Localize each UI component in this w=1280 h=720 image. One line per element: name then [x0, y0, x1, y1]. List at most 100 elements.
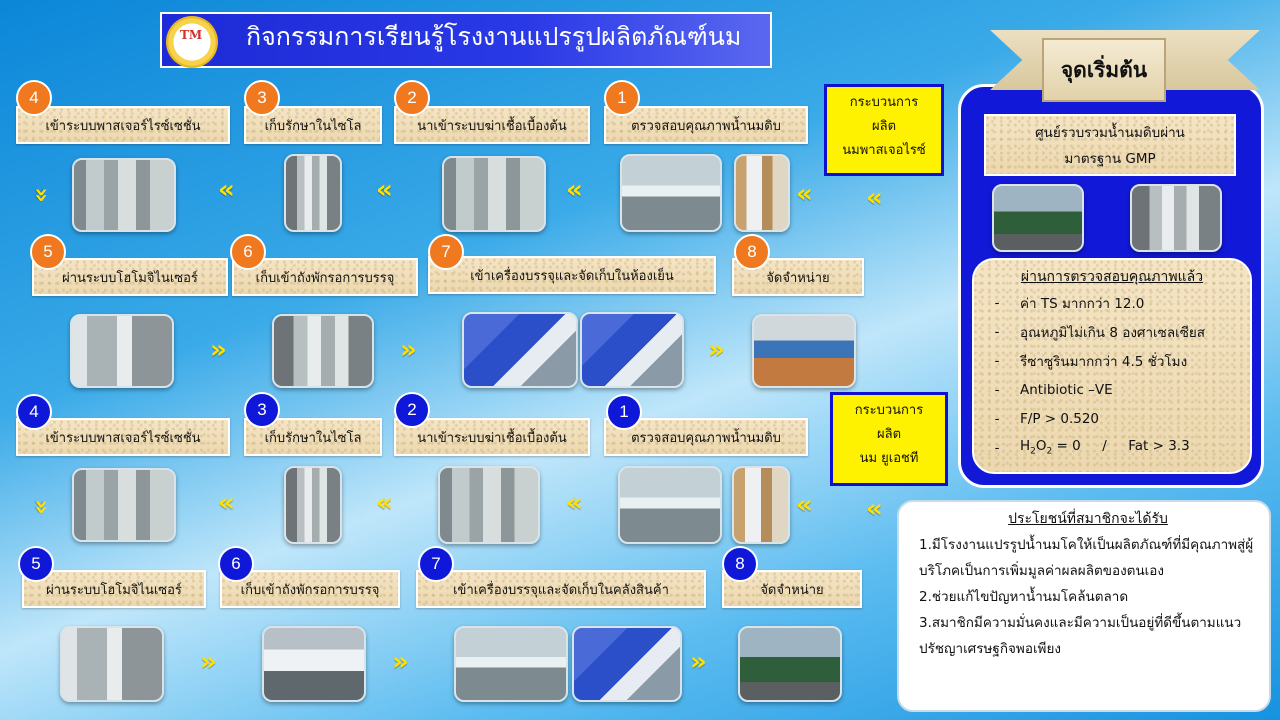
warehouse-photo	[572, 626, 682, 702]
pasteurizer-photo	[72, 468, 176, 542]
collection-center-line1: ศูนย์รวบรวมน้ำนมดิบผ่าน	[1035, 125, 1185, 141]
down-arrow-icon: »	[27, 187, 56, 203]
quality-check-box: ผ่านการตรวจสอบคุณภาพแล้ว -ค่า TS มากกว่า…	[972, 258, 1252, 474]
pasteur-step-2-number: 2	[394, 80, 430, 116]
left-arrow-icon: «	[218, 488, 235, 518]
milk-tanker-photo	[992, 184, 1084, 252]
left-arrow-icon: «	[796, 490, 813, 520]
left-arrow-icon: «	[218, 175, 235, 205]
uht-step-3-number: 3	[244, 392, 280, 428]
sterilizer-photo	[442, 156, 546, 232]
collection-center-line2: มาตรฐาน GMP	[1064, 151, 1156, 167]
right-arrow-icon: »	[200, 647, 217, 677]
silo-photo	[284, 466, 342, 544]
uht-step-6-label: เก็บเข้าถังพักรอการบรรจุ	[220, 570, 400, 608]
right-arrow-icon: »	[210, 335, 227, 365]
left-arrow-icon: «	[796, 179, 813, 209]
silo-photo	[284, 154, 342, 232]
quality-check-title: ผ่านการตรวจสอบคุณภาพแล้ว	[1020, 269, 1204, 285]
uht-box-line2: ผลิต	[876, 427, 902, 442]
pasteurizer-photo	[72, 158, 176, 232]
delivery-truck-photo	[738, 626, 842, 702]
left-arrow-icon: «	[376, 175, 393, 205]
pasteur-step-1-label: ตรวจสอบคุณภาพน้ำนมดิบ	[604, 106, 808, 144]
pasteur-step-2-label: นาเข้าระบบฆ่าเชื้อเบื้องต้น	[394, 106, 590, 144]
start-banner-label: จุดเริ่มต้น	[1042, 38, 1166, 102]
right-arrow-icon: »	[400, 335, 417, 365]
cooling-tank-photo	[1130, 184, 1222, 252]
qc-item: -Antibiotic –VE	[994, 381, 1113, 398]
collection-center-box: ศูนย์รวบรวมน้ำนมดิบผ่าน มาตรฐาน GMP	[984, 114, 1236, 176]
right-arrow-icon: »	[690, 647, 707, 677]
left-arrow-icon: «	[866, 183, 883, 213]
pasteur-step-4-number: 4	[16, 80, 52, 116]
start-banner: จุดเริ่มต้น	[990, 30, 1260, 112]
sterilizer-photo	[438, 466, 540, 544]
left-arrow-icon: «	[376, 488, 393, 518]
raw-milk-check-photo	[618, 466, 722, 544]
title-bar	[160, 12, 772, 68]
uht-step-8-number: 8	[722, 546, 758, 582]
filling-machine-photo	[454, 626, 568, 702]
pasteur-step-6-number: 6	[230, 234, 266, 270]
qc-item: -ค่า TS มากกว่า 12.0	[994, 294, 1145, 312]
pasteur-step-5-number: 5	[30, 234, 66, 270]
benefits-title: ประโยชน์ที่สมาชิกจะได้รับ	[1008, 511, 1168, 527]
qc-item: -F/P > 0.520	[994, 410, 1099, 427]
left-arrow-icon: «	[566, 175, 583, 205]
benefit-item: 3.สมาชิกมีความมั่นคงและมีความเป็นอยู่ที่…	[919, 615, 1242, 657]
qc-h2o2-fat: H2O2 = 0 / Fat > 3.3	[1020, 438, 1190, 457]
pasteur-step-4-label: เข้าระบบพาสเจอร์ไรซ์เซชั่น	[16, 106, 230, 144]
pasteur-box-line1: กระบวนการ	[849, 95, 919, 110]
homogenizer-photo	[70, 314, 174, 388]
milk-receiving-photo	[734, 154, 790, 232]
uht-step-4-number: 4	[16, 394, 52, 430]
uht-step-7-label: เข้าเครื่องบรรจุและจัดเก็บในคลังสินค้า	[416, 570, 706, 608]
benefit-item: 1.มีโรงงานแปรรูปน้ำนมโคให้เป็นผลิตภัณฑ์ท…	[919, 537, 1254, 579]
cooperative-logo: TM	[166, 16, 218, 68]
pasteur-step-8-number: 8	[734, 234, 770, 270]
pasteur-box-line3: นมพาสเจอไรซ์	[842, 143, 926, 158]
uht-step-1-number: 1	[606, 394, 642, 430]
benefits-box: ประโยชน์ที่สมาชิกจะได้รับ 1.มีโรงงานแปรร…	[897, 500, 1271, 712]
uht-step-7-number: 7	[418, 546, 454, 582]
homogenizer-photo	[60, 626, 164, 702]
qc-item: -รีซาซูรินมากกว่า 4.5 ชั่วโมง	[994, 352, 1188, 370]
filling-machine-photo	[462, 312, 578, 388]
uht-step-2-label: นาเข้าระบบฆ่าเชื้อเบื้องต้น	[394, 418, 590, 456]
pasteur-step-6-label: เก็บเข้าถังพักรอการบรรจุ	[232, 258, 418, 296]
right-arrow-icon: »	[392, 647, 409, 677]
left-arrow-icon: «	[566, 488, 583, 518]
uht-step-4-label: เข้าระบบพาสเจอร์ไรซ์เซชั่น	[16, 418, 230, 456]
distribution-photo	[752, 314, 856, 388]
right-arrow-icon: »	[708, 335, 725, 365]
down-arrow-icon: »	[27, 499, 56, 515]
uht-step-5-label: ผ่านระบบโฮโมจิไนเซอร์	[22, 570, 206, 608]
uht-step-5-number: 5	[18, 546, 54, 582]
qc-item: -อุณหภูมิไม่เกิน 8 องศาเซลเซียส	[994, 323, 1206, 341]
pasteur-step-3-number: 3	[244, 80, 280, 116]
pasteur-box-line2: ผลิต	[871, 119, 897, 134]
holding-tank-photo	[262, 626, 366, 702]
benefit-item: 2.ช่วยแก้ไขปัญหาน้ำนมโคล้นตลาด	[919, 589, 1129, 605]
page-title: กิจกรรมการเรียนรู้โรงงานแปรรูปผลิตภัณฑ์น…	[246, 22, 742, 51]
pasteur-step-7-number: 7	[428, 234, 464, 270]
pasteur-step-7-label: เข้าเครื่องบรรจุและจัดเก็บในห้องเย็น	[428, 256, 716, 294]
uht-box-line3: นม ยูเอชที	[859, 451, 919, 466]
uht-step-2-number: 2	[394, 392, 430, 428]
pasteur-step-1-number: 1	[604, 80, 640, 116]
holding-tank-photo	[272, 314, 374, 388]
pasteur-step-5-label: ผ่านระบบโฮโมจิไนเซอร์	[32, 258, 228, 296]
left-arrow-icon: «	[866, 494, 883, 524]
cold-room-photo	[580, 312, 684, 388]
raw-milk-check-photo	[620, 154, 722, 232]
milk-receiving-photo	[732, 466, 790, 544]
uht-step-6-number: 6	[218, 546, 254, 582]
qc-item: - H2O2 = 0 / Fat > 3.3	[994, 438, 1190, 457]
uht-step-3-label: เก็บรักษาในไซโล	[244, 418, 382, 456]
uht-step-1-label: ตรวจสอบคุณภาพน้ำนมดิบ	[604, 418, 808, 456]
pasteur-process-box: กระบวนการ ผลิต นมพาสเจอไรซ์	[824, 84, 944, 176]
uht-box-line1: กระบวนการ	[854, 403, 924, 418]
uht-process-box: กระบวนการ ผลิต นม ยูเอชที	[830, 392, 948, 486]
logo-text: TM	[180, 28, 203, 42]
